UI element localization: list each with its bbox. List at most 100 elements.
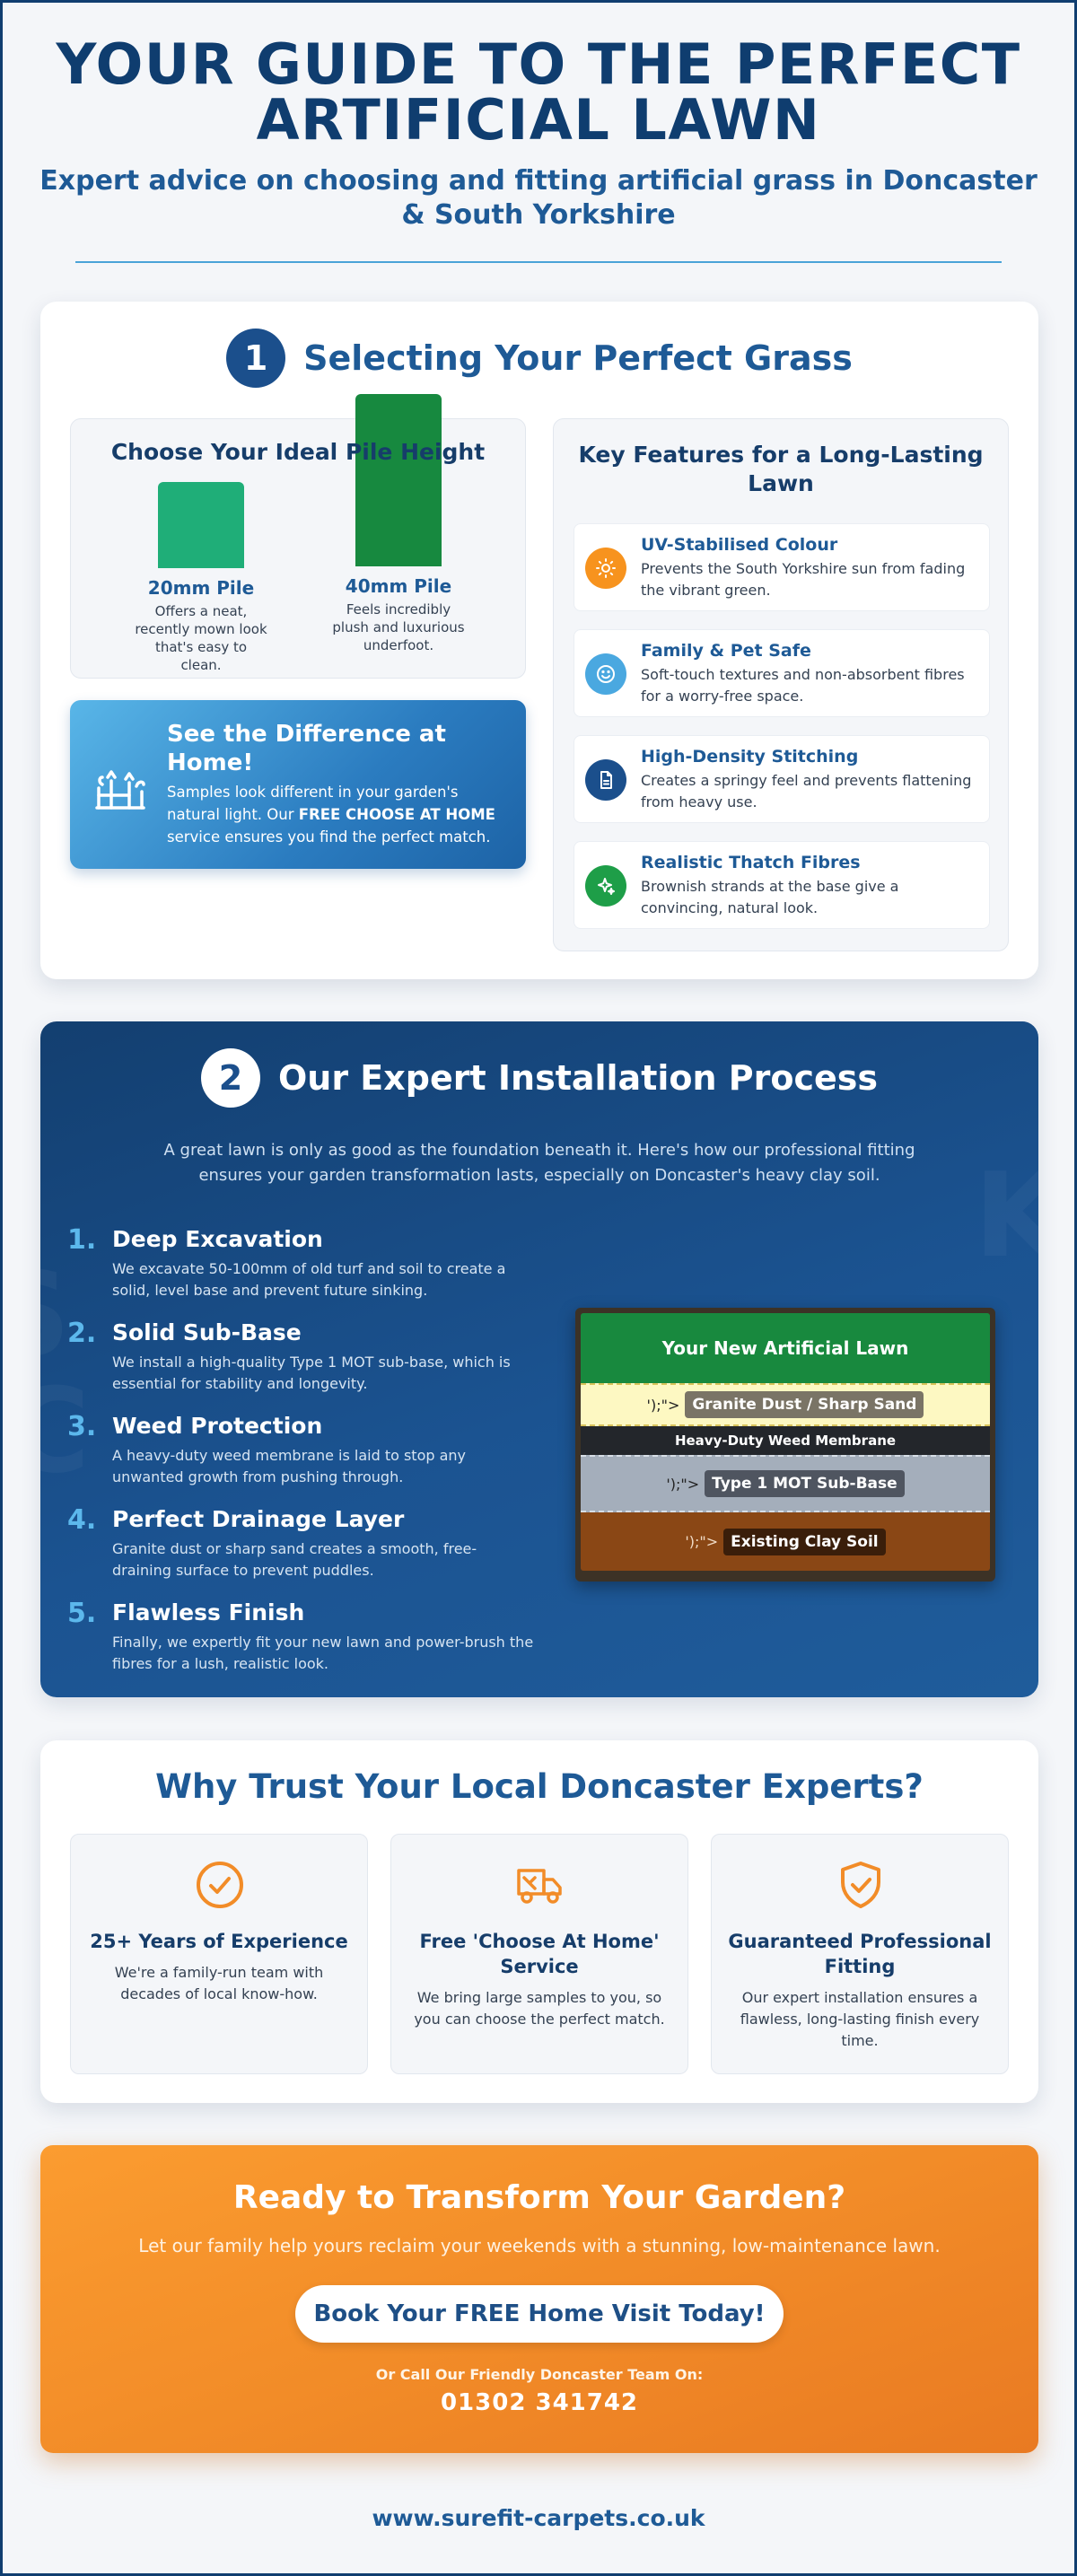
section-3-title: Why Trust Your Local Doncaster Experts?: [155, 1767, 924, 1806]
key-features-panel: Key Features for a Long-Lasting Lawn UV-…: [553, 418, 1009, 951]
cta-title: Ready to Transform Your Garden?: [232, 2179, 846, 2216]
sparkle-icon: [585, 865, 626, 907]
step-number: 4.: [67, 1504, 97, 1536]
step-number: 2.: [67, 1318, 97, 1349]
pile-description: Offers a neat, recently mown look that's…: [135, 603, 267, 673]
garden-fence-icon: [95, 770, 145, 810]
feature-title: High-Density Stitching: [641, 747, 859, 767]
pile-option-40mm: 40mm Pile Feels incredibly plush and lux…: [331, 394, 466, 654]
feature-text: Prevents the South Yorkshire sun from fa…: [641, 560, 966, 599]
hero-header: YOUR GUIDE TO THE PERFECT ARTIFICIAL LAW…: [3, 3, 1074, 263]
pile-label: 20mm Pile: [147, 577, 255, 599]
step-text: We excavate 50-100mm of old turf and soi…: [112, 1260, 506, 1299]
feature-thatch-fibres: Realistic Thatch Fibres Brownish strands…: [574, 841, 990, 929]
cta-subtitle: Let our family help yours reclaim your w…: [138, 2235, 941, 2256]
trust-guaranteed-fitting: Guaranteed Professional Fitting Our expe…: [711, 1834, 1009, 2074]
step-number: 1.: [67, 1224, 97, 1256]
website-url-link[interactable]: www.surefit-carpets.co.uk: [372, 2505, 705, 2531]
pile-bar-40mm: [355, 394, 442, 566]
section-installation-process: S C K 2 Our Expert Installation Process …: [40, 1021, 1038, 1697]
step-text: Granite dust or sharp sand creates a smo…: [112, 1540, 477, 1579]
layer-clay-soil: ');"> Existing Clay Soil: [581, 1512, 990, 1571]
call-label: Or Call Our Friendly Doncaster Team On:: [375, 2366, 704, 2383]
choose-at-home-callout: See the Difference at Home! Samples look…: [70, 700, 526, 869]
section-2-heading: 2 Our Expert Installation Process: [40, 1048, 1038, 1108]
section-1-heading: 1 Selecting Your Perfect Grass: [40, 329, 1038, 388]
page-subtitle: Expert advice on choosing and fitting ar…: [39, 165, 1038, 231]
features-title: Key Features for a Long-Lasting Lawn: [578, 442, 984, 496]
feature-uv-stabilised: UV-Stabilised Colour Prevents the South …: [574, 523, 990, 611]
trust-choose-at-home: Free 'Choose At Home' Service We bring l…: [390, 1834, 688, 2074]
feature-family-pet-safe: Family & Pet Safe Soft-touch textures an…: [574, 629, 990, 717]
callout-text: Samples look different in your garden's …: [167, 781, 508, 848]
title-line-1: YOUR GUIDE TO THE PERFECT: [56, 31, 1021, 97]
step-title: Flawless Finish: [112, 1599, 305, 1625]
pile-bar-20mm: [158, 482, 244, 568]
callout-text-bold: FREE CHOOSE AT HOME: [298, 806, 495, 823]
phone-number-link[interactable]: 01302 341742: [440, 2389, 639, 2416]
page-title: YOUR GUIDE TO THE PERFECT ARTIFICIAL LAW…: [39, 37, 1038, 148]
background-watermark-shape: S: [40, 1246, 71, 1382]
step-text: Finally, we expertly fit your new lawn a…: [112, 1634, 534, 1672]
step-text: We install a high-quality Type 1 MOT sub…: [112, 1354, 511, 1392]
section-1-title: Selecting Your Perfect Grass: [303, 338, 853, 378]
trust-text: We bring large samples to you, so you ca…: [414, 1989, 665, 2028]
layer-stray-markup: ');">: [646, 1396, 680, 1414]
background-watermark-shape: C: [40, 1362, 90, 1499]
callout-title: See the Difference at Home!: [167, 721, 446, 776]
callout-text-after: service ensures you find the perfect mat…: [167, 828, 491, 846]
feature-text: Soft-touch textures and non-absorbent fi…: [641, 666, 965, 705]
step-number: 3.: [67, 1411, 97, 1442]
callout-text-before: Samples look different in your garden's …: [167, 784, 459, 823]
shield-check-icon: [841, 1862, 880, 1908]
layer-stray-markup: ');">: [666, 1475, 700, 1493]
step-title: Solid Sub-Base: [112, 1319, 302, 1345]
feature-title: UV-Stabilised Colour: [641, 535, 838, 555]
step-number: 5.: [67, 1598, 97, 1629]
delivery-truck-icon: [517, 1869, 562, 1904]
trust-title: Free 'Choose At Home' Service: [419, 1931, 660, 1977]
feature-title: Realistic Thatch Fibres: [641, 853, 861, 872]
installation-intro: A great lawn is only as good as the foun…: [163, 1141, 915, 1185]
step-title: Deep Excavation: [112, 1226, 323, 1252]
pile-height-panel: 20mm Pile Offers a neat, recently mown l…: [70, 394, 526, 679]
call-to-action-banner: Ready to Transform Your Garden? Let our …: [40, 2145, 1038, 2453]
header-divider: [75, 261, 1002, 263]
layer-stray-markup: ');">: [685, 1533, 719, 1550]
trust-text: Our expert installation ensures a flawle…: [740, 1989, 980, 2049]
pile-label: 40mm Pile: [345, 575, 452, 597]
layer-mot-sub-base: ');"> Type 1 MOT Sub-Base: [581, 1455, 990, 1512]
pile-option-20mm: 20mm Pile Offers a neat, recently mown l…: [134, 482, 268, 674]
ground-layers-diagram: Your New Artificial Lawn ');"> Granite D…: [575, 1308, 995, 1582]
feature-high-density: High-Density Stitching Creates a springy…: [574, 735, 990, 823]
title-line-2: ARTIFICIAL LAWN: [256, 87, 821, 153]
step-text: A heavy-duty weed membrane is laid to st…: [112, 1447, 467, 1485]
smile-icon: [585, 653, 626, 695]
trust-experience: 25+ Years of Experience We're a family-r…: [70, 1834, 368, 2074]
layer-membrane-label: Heavy-Duty Weed Membrane: [674, 1433, 897, 1449]
step-title: Weed Protection: [112, 1413, 323, 1439]
pile-panel-title: Choose Your Ideal Pile Height: [110, 439, 486, 465]
layer-lawn-label: Your New Artificial Lawn: [661, 1337, 909, 1359]
feature-title: Family & Pet Safe: [641, 641, 811, 661]
layer-subbase-label: Type 1 MOT Sub-Base: [705, 1470, 905, 1497]
step-title: Perfect Drainage Layer: [112, 1506, 405, 1532]
check-circle-icon: [197, 1862, 243, 1908]
layer-clay-label: Existing Clay Soil: [723, 1528, 886, 1555]
section-1-number-badge: 1: [226, 329, 286, 388]
layer-sand-label: Granite Dust / Sharp Sand: [685, 1391, 924, 1418]
background-watermark-shape: K: [974, 1147, 1038, 1284]
trust-title: 25+ Years of Experience: [90, 1931, 348, 1952]
layer-artificial-lawn: Your New Artificial Lawn: [581, 1313, 990, 1383]
trust-text: We're a family-run team with decades of …: [114, 1964, 324, 2002]
feature-text: Creates a springy feel and prevents flat…: [641, 772, 972, 810]
feature-text: Brownish strands at the base give a conv…: [641, 878, 899, 916]
book-home-visit-button[interactable]: Book Your FREE Home Visit Today!: [295, 2285, 784, 2343]
sun-icon: [585, 548, 626, 589]
layer-granite-dust: ');"> Granite Dust / Sharp Sand: [581, 1383, 990, 1426]
section-why-trust: Why Trust Your Local Doncaster Experts? …: [40, 1740, 1038, 2103]
document-icon: [585, 759, 626, 801]
section-selecting-grass: 1 Selecting Your Perfect Grass 20mm Pile…: [40, 302, 1038, 979]
layer-weed-membrane: Heavy-Duty Weed Membrane: [581, 1426, 990, 1455]
